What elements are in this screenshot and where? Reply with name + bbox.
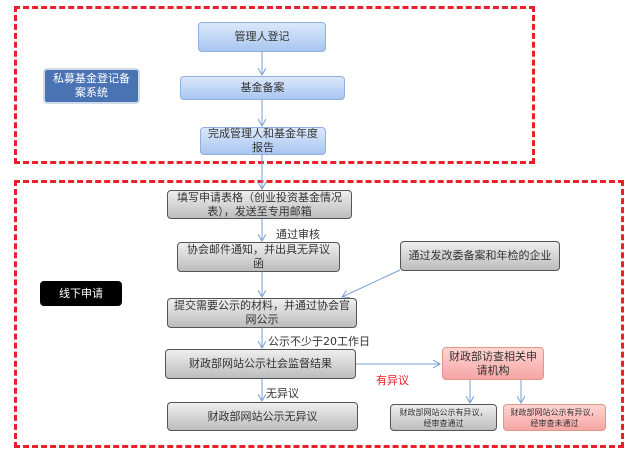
publicity-period-label: 公示不少于20工作日 bbox=[268, 335, 370, 348]
pass-review-label: 通过审核 bbox=[276, 228, 320, 241]
step-mof-result: 财政部网站公示社会监督结果 bbox=[165, 349, 356, 379]
offline-section-border bbox=[14, 180, 624, 448]
step-manager-registration: 管理人登记 bbox=[198, 22, 326, 52]
online-system-label: 私募基金登记备案系统 bbox=[43, 68, 140, 104]
step-mof-investigate: 财政部访查相关申请机构 bbox=[442, 347, 544, 380]
step-fill-form: 填写申请表格（创业投资基金情况表），发送至专用邮箱 bbox=[167, 190, 352, 219]
online-section-border bbox=[14, 6, 535, 164]
objection-label: 有异议 bbox=[376, 374, 409, 387]
step-association-notice: 协会邮件通知，并出具无异议函 bbox=[177, 242, 340, 272]
step-annual-report: 完成管理人和基金年度报告 bbox=[200, 127, 326, 155]
step-submit-materials: 提交需要公示的材料，并通过协会官网公示 bbox=[167, 298, 357, 328]
step-mof-no-objection: 财政部网站公示无异议 bbox=[167, 402, 358, 431]
result-passed: 财政部网站公示有异议，经审查通过 bbox=[390, 404, 497, 431]
ndrc-enterprise: 通过发改委备案和年检的企业 bbox=[400, 241, 560, 271]
result-not-passed: 财政部网站公示有异议，经审查未通过 bbox=[503, 404, 606, 431]
no-objection-label: 无异议 bbox=[266, 387, 299, 400]
step-fund-filing: 基金备案 bbox=[180, 76, 345, 100]
offline-label: 线下申请 bbox=[40, 281, 122, 306]
